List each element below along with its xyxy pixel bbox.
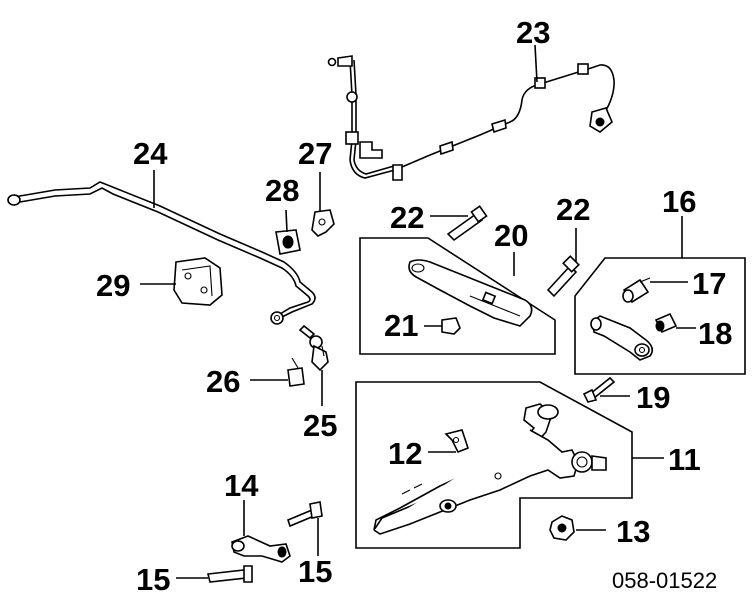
- label-13: 13: [616, 514, 650, 549]
- bushing-17: [622, 277, 651, 304]
- label-27: 27: [298, 136, 332, 171]
- label-15-left: 15: [136, 562, 170, 597]
- adjusting-cam: [231, 535, 291, 563]
- label-12: 12: [388, 436, 422, 471]
- group-box-11: [355, 381, 633, 549]
- lower-arm-knuckle: [373, 403, 607, 535]
- label-24: 24: [133, 136, 168, 171]
- label-29: 29: [96, 268, 130, 303]
- label-15-right: 15: [298, 554, 332, 589]
- upper-arm: [408, 259, 533, 327]
- label-28: 28: [265, 173, 299, 208]
- group-box-16: [574, 257, 746, 375]
- label-11: 11: [668, 442, 701, 477]
- bolt-22-upper: [446, 205, 488, 242]
- label-18: 18: [698, 316, 732, 351]
- stabilizer-bar: [7, 181, 316, 325]
- bushing-18: [654, 312, 678, 334]
- drawing-code: 058-01522: [612, 568, 717, 593]
- bolt-22-lower: [546, 255, 580, 298]
- compensator-arm: [590, 315, 654, 361]
- stabilizer-link: [298, 324, 329, 372]
- label-21: 21: [384, 308, 418, 343]
- bolt-19: [582, 376, 616, 403]
- stabilizer-bracket: [311, 209, 335, 237]
- bolt-15-lower: [207, 565, 253, 583]
- bolt-15-upper: [287, 501, 323, 528]
- bushing-holder: [173, 257, 223, 306]
- label-20: 20: [494, 218, 528, 253]
- label-19: 19: [636, 380, 670, 415]
- bushing-21: [441, 317, 461, 335]
- label-25: 25: [303, 408, 337, 443]
- label-23: 23: [516, 15, 550, 50]
- group-box-20: [359, 237, 556, 355]
- label-17: 17: [692, 266, 726, 301]
- stabilizer-bushing: [275, 229, 301, 255]
- label-22-left: 22: [390, 200, 424, 235]
- bracket-12: [444, 429, 469, 454]
- hub-nut: [549, 515, 575, 541]
- label-16: 16: [662, 184, 696, 219]
- stabilizer-link-nut: [287, 357, 305, 387]
- label-26: 26: [206, 364, 240, 399]
- abs-sensor-cable: [327, 55, 615, 181]
- label-14: 14: [224, 468, 259, 503]
- label-22-right: 22: [556, 192, 590, 227]
